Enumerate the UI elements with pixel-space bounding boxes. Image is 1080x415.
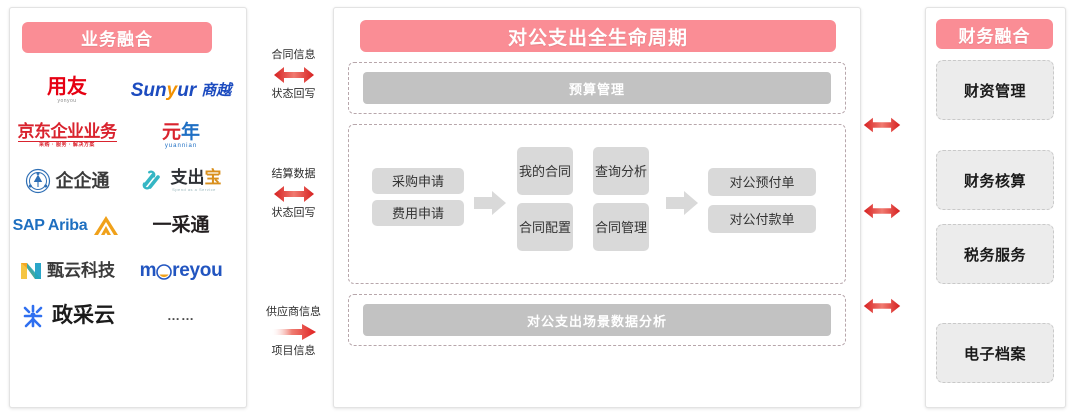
side-connector-1	[861, 198, 903, 224]
connector-1-bottom-label: 状态回写	[271, 207, 316, 219]
flow-box-purchase-request[interactable]: 采购申请	[372, 168, 464, 194]
double-arrow-icon	[863, 298, 901, 314]
partner-logo-zhenyun: 甄云科技	[19, 260, 115, 282]
connector-1-top-label: 结算数据	[271, 168, 316, 180]
connector-2-bottom-label: 项目信息	[271, 345, 316, 357]
partner-logo-yuannian: 元年 yuannian	[162, 123, 200, 149]
flow-box-corporate-prepayment[interactable]: 对公预付单	[708, 168, 816, 196]
flow-box-corporate-payment[interactable]: 对公付款单	[708, 205, 816, 233]
partner-logo-yicaitong: 一采通	[152, 216, 209, 235]
budget-section	[348, 62, 846, 114]
sap-ariba-mark-icon	[87, 214, 121, 238]
partner-name-10: 政采云	[52, 304, 115, 327]
partner-logo-qiqitong: 企企通	[25, 168, 110, 194]
side-connector-0	[861, 112, 903, 138]
double-arrow-icon	[863, 203, 901, 219]
partner-name-1-cn: 商越	[201, 82, 232, 99]
connector-0-top-label: 合同信息	[271, 49, 316, 61]
partner-name-5: 支出宝	[170, 168, 222, 187]
partner-sub-3: yuannian	[164, 142, 198, 149]
partner-name-0: 用友	[47, 76, 87, 98]
zhichubao-mark-icon	[141, 169, 167, 193]
partner-logo-zhichubao: 支出宝 Spend as a Service	[141, 169, 222, 193]
flow-box-expense-request[interactable]: 费用申请	[372, 200, 464, 226]
module-tax-service[interactable]: 税务服务	[936, 224, 1054, 284]
partner-logo-yonyou: 用友 yonyou	[47, 77, 87, 104]
partner-name-3: 元年	[161, 121, 201, 143]
flow-box-contract-config-line1: 合同	[518, 219, 545, 235]
module-financial-accounting[interactable]: 财务核算	[936, 150, 1054, 210]
side-connector-2	[861, 293, 903, 319]
data-analysis-section	[348, 294, 846, 346]
partner-logo-sap-ariba: SAP Ariba	[13, 214, 122, 238]
qiqitong-mark-icon	[25, 168, 51, 194]
double-arrow-icon	[863, 117, 901, 133]
partner-logo-zhengcaiyun: 政采云	[19, 302, 115, 330]
flow-box-my-contract[interactable]: 我的 合同	[517, 147, 573, 195]
partner-name-9: m reyou	[139, 260, 223, 281]
double-arrow-icon	[256, 64, 331, 86]
double-arrow-icon	[256, 183, 331, 205]
flow-box-query-analysis-line1: 查询	[594, 163, 621, 179]
connector-supplier-info: 供应商信息 项目信息	[256, 305, 331, 359]
partner-logo-moreyou: m reyou	[140, 261, 223, 280]
panel-left-title: 业务融合	[22, 22, 212, 53]
flow-box-contract-config[interactable]: 合同 配置	[517, 203, 573, 251]
flow-box-contract-config-line2: 配置	[545, 219, 572, 235]
partner-ellipsis: ……	[167, 308, 195, 323]
zhengcaiyun-mark-icon	[19, 302, 47, 330]
flow-box-my-contract-line2: 合同	[545, 163, 572, 179]
flow-box-contract-management[interactable]: 合同 管理	[593, 203, 649, 251]
flow-box-contract-management-line2: 管理	[621, 219, 648, 235]
flow-box-contract-management-line1: 合同	[594, 219, 621, 235]
thick-right-arrow-icon	[473, 190, 507, 221]
connector-2-top-label: 供应商信息	[266, 306, 321, 318]
partner-name-6: SAP Ariba	[12, 216, 88, 234]
partner-name-7: 一采通	[152, 215, 210, 236]
flow-box-query-analysis-line2: 分析	[621, 163, 648, 179]
partner-sub-5: Spend as a Service	[172, 187, 216, 192]
flow-box-my-contract-line1: 我的	[518, 163, 545, 179]
panel-business-integration	[9, 7, 247, 408]
panel-right-title: 财务融合	[936, 19, 1053, 49]
partner-logo-grid: 用友 yonyou Sunyur 商越 京东企业业务 采购 · 服务 · 解决方…	[10, 68, 238, 338]
zhenyun-mark-icon	[19, 260, 43, 282]
partner-logo-jd-enterprise: 京东企业业务 采购 · 服务 · 解决方案	[17, 122, 118, 148]
partner-name-4: 企企通	[55, 170, 110, 191]
panel-center-title: 对公支出全生命周期	[360, 20, 836, 52]
flow-box-query-analysis[interactable]: 查询 分析	[593, 147, 649, 195]
module-treasury-management[interactable]: 财资管理	[936, 60, 1054, 120]
jd-divider	[17, 141, 117, 142]
partner-sub-2: 采购 · 服务 · 解决方案	[39, 142, 95, 148]
partner-logo-sunyur: Sunyur 商越	[131, 81, 231, 100]
connector-settlement-data: 结算数据 状态回写	[256, 167, 331, 221]
scenario-data-analysis-bar[interactable]: 对公支出场景数据分析	[363, 304, 831, 336]
connector-0-bottom-label: 状态回写	[271, 88, 316, 100]
right-arrow-icon	[256, 321, 331, 343]
connector-contract-info: 合同信息 状态回写	[256, 48, 331, 102]
partner-name-8: 甄云科技	[47, 261, 115, 280]
partner-name-1: Sunyur	[130, 80, 197, 101]
budget-management-bar[interactable]: 预算管理	[363, 72, 831, 104]
partner-name-2: 京东企业业务	[17, 122, 118, 141]
thick-right-arrow-icon	[665, 190, 699, 221]
partner-sub-0: yonyou	[57, 98, 77, 104]
process-flow-section	[348, 124, 846, 284]
module-electronic-archive[interactable]: 电子档案	[936, 323, 1054, 383]
